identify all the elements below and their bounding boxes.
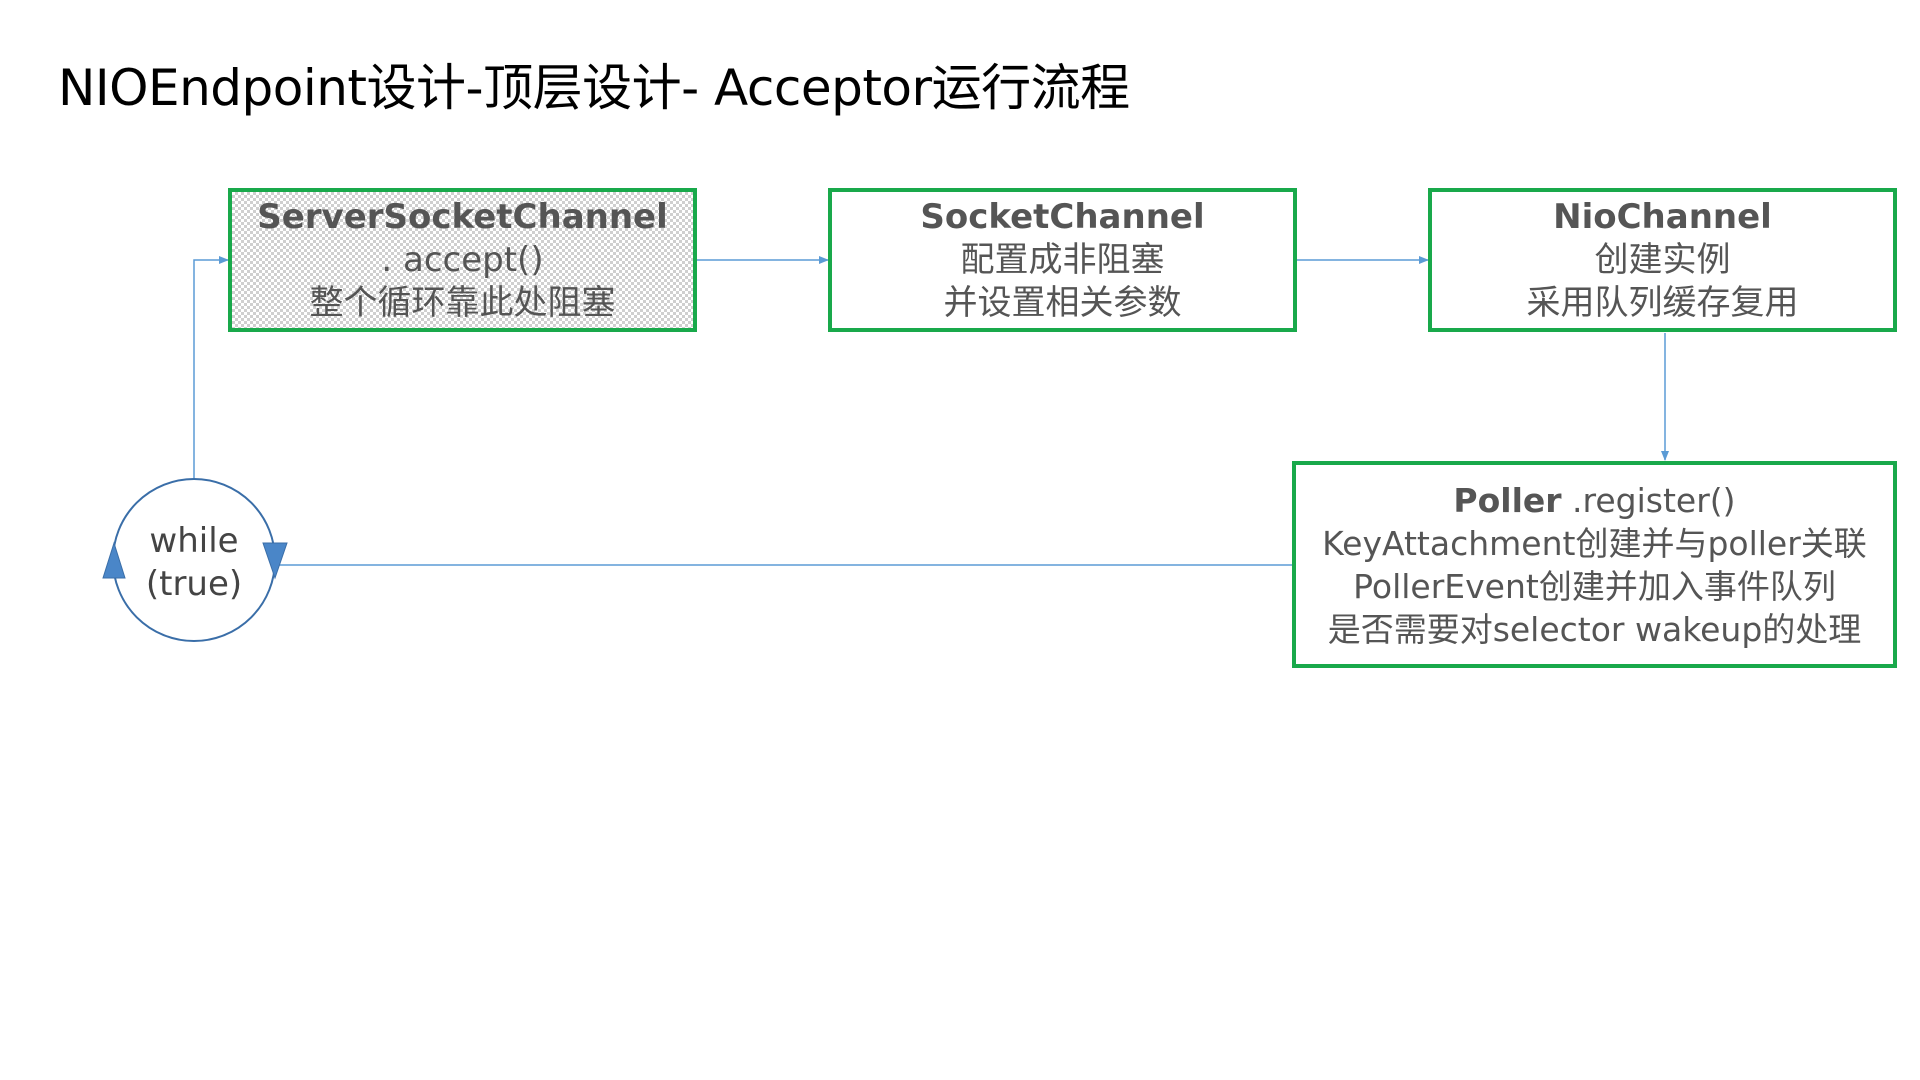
nio-channel-box: NioChannel 创建实例 采用队列缓存复用 [1428, 188, 1897, 332]
socket-channel-title: SocketChannel [920, 196, 1205, 237]
loop-label-line-2: (true) [145, 564, 243, 604]
loop-arrowhead-left [102, 541, 126, 579]
socket-channel-box: SocketChannel 配置成非阻塞 并设置相关参数 [828, 188, 1297, 332]
poller-line-2: PollerEvent创建并加入事件队列 [1353, 566, 1836, 606]
poller-register-call: .register() [1561, 480, 1736, 520]
nio-channel-line-2: 采用队列缓存复用 [1526, 282, 1799, 323]
loop-label: while (true) [126, 520, 262, 606]
server-socket-channel-line-1: . accept() [381, 239, 544, 280]
poller-box: Poller .register() KeyAttachment创建并与poll… [1292, 461, 1897, 668]
arrow-loop-to-server [193, 256, 229, 478]
server-socket-channel-line-2: 整个循环靠此处阻塞 [309, 282, 616, 323]
server-socket-channel-title: ServerSocketChannel [257, 196, 668, 237]
server-socket-channel-box: ServerSocketChannel . accept() 整个循环靠此处阻塞 [228, 188, 697, 332]
loop-arrowhead-right [262, 542, 288, 580]
loop-label-line-1: while [149, 521, 239, 561]
nio-channel-title: NioChannel [1553, 196, 1772, 237]
page-title: NIOEndpoint设计-顶层设计- Acceptor运行流程 [58, 59, 1130, 117]
socket-channel-line-2: 并设置相关参数 [943, 282, 1182, 323]
nio-channel-line-1: 创建实例 [1594, 239, 1731, 280]
poller-line-1: KeyAttachment创建并与poller关联 [1322, 523, 1867, 563]
poller-line-3: 是否需要对selector wakeup的处理 [1327, 609, 1862, 649]
poller-title-row: Poller .register() [1453, 479, 1735, 522]
socket-channel-line-1: 配置成非阻塞 [960, 239, 1165, 280]
poller-title: Poller [1453, 480, 1562, 520]
